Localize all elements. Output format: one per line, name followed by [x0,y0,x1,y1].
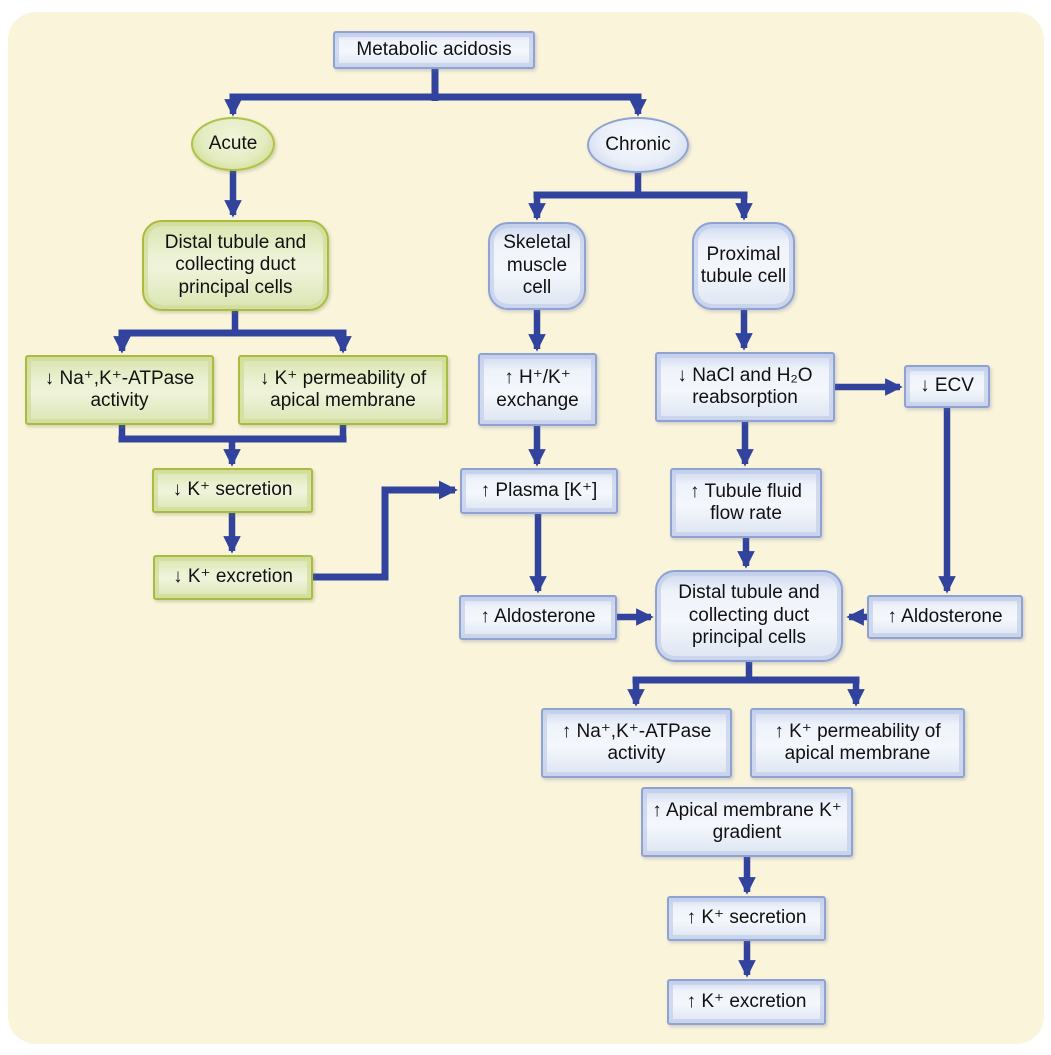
node-label: Metabolic acidosis [356,38,512,60]
node-label: Chronic [605,133,671,155]
node-label: ↑ Aldosterone [887,605,1003,627]
node-label: Distal tubule and collecting duct princi… [164,231,307,298]
node-metabolic-acidosis: Metabolic acidosis [333,31,535,69]
node-inc-na-k-atpase: ↑ Na⁺,K⁺-ATPase activity [541,708,732,778]
node-label: ↓ ECV [920,375,974,397]
node-label: Proximal tubule cell [700,243,787,287]
node-inc-plasma-k: ↑ Plasma [K⁺] [460,468,618,514]
node-dec-k-secretion: ↓ K⁺ secretion [152,468,313,513]
node-skeletal-muscle-cell: Skeletal muscle cell [488,222,586,310]
node-label: Skeletal muscle cell [503,232,571,299]
node-label: ↓ K⁺ permeability of apical membrane [259,367,427,411]
node-label: ↑ K⁺ excretion [686,990,807,1012]
node-label: ↓ NaCl and H₂O reabsorption [677,364,813,408]
ellipse-chronic: Chronic [587,117,689,173]
node-inc-k-secretion: ↑ K⁺ secretion [667,896,826,941]
node-dec-ecv: ↓ ECV [904,365,990,408]
node-label: ↑ Plasma [K⁺] [480,479,598,501]
node-label: ↓ K⁺ excretion [173,566,293,588]
node-acute-principal-cells: Distal tubule and collecting duct princi… [142,220,329,311]
node-label: ↑ Apical membrane K⁺ gradient [652,799,842,843]
node-inc-k-excretion: ↑ K⁺ excretion [667,979,826,1025]
node-inc-k-permeability: ↑ K⁺ permeability of apical membrane [750,708,965,778]
node-label: ↑ Na⁺,K⁺-ATPase activity [561,720,712,764]
node-inc-aldosterone-left: ↑ Aldosterone [459,595,617,640]
node-dec-nacl-h2o-reabsorption: ↓ NaCl and H₂O reabsorption [655,352,835,422]
node-label: Acute [208,132,258,154]
node-proximal-tubule-cell: Proximal tubule cell [692,222,795,310]
node-dec-k-excretion: ↓ K⁺ excretion [153,555,313,600]
node-inc-h-k-exchange: ↑ H⁺/K⁺ exchange [478,353,597,426]
node-inc-apical-k-gradient: ↑ Apical membrane K⁺ gradient [641,787,853,857]
node-dec-k-permeability: ↓ K⁺ permeability of apical membrane [238,355,448,425]
node-dec-na-k-atpase: ↓ Na⁺,K⁺-ATPase activity [25,355,214,425]
node-label: ↓ K⁺ secretion [172,479,293,501]
figure-panel [8,12,1044,1044]
node-label: ↑ H⁺/K⁺ exchange [496,367,579,411]
node-inc-tubule-fluid-flow: ↑ Tubule fluid flow rate [670,468,822,538]
node-label: ↓ Na⁺,K⁺-ATPase activity [44,367,195,411]
node-inc-aldosterone-right: ↑ Aldosterone [867,595,1023,639]
node-label: ↑ K⁺ secretion [686,907,807,929]
node-label: ↑ K⁺ permeability of apical membrane [774,720,941,764]
node-label: Distal tubule and collecting duct princi… [678,582,820,649]
node-label: ↑ Tubule fluid flow rate [690,480,802,524]
node-chronic-principal-cells: Distal tubule and collecting duct princi… [655,570,843,662]
node-label: ↑ Aldosterone [480,606,596,628]
ellipse-acute: Acute [191,117,275,171]
